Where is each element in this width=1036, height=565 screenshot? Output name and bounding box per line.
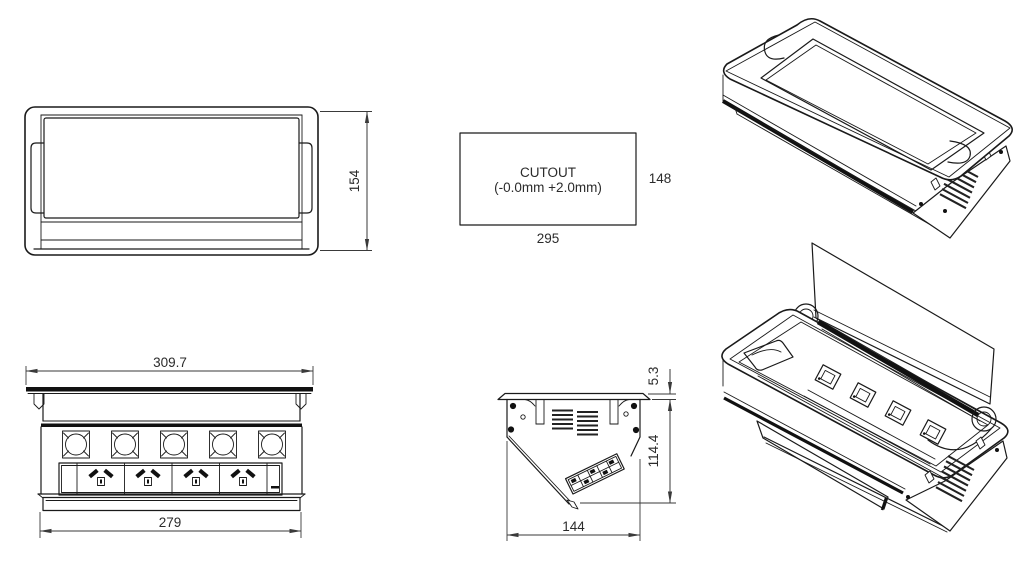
iso-closed-right-handle — [947, 140, 971, 164]
iso-closed-lid — [760, 38, 985, 171]
iso-open-flange — [721, 308, 1009, 479]
iso-open-socket — [849, 382, 877, 408]
iso-closed-end-panel — [912, 145, 1011, 239]
dim-side-width: 144 — [506, 441, 641, 541]
rivet — [906, 495, 910, 499]
dim-front-overall-width: 309.7 — [25, 355, 314, 385]
iso-open-handle-recess — [743, 339, 794, 371]
side-connector-block — [564, 453, 625, 495]
power-outlet — [135, 468, 161, 486]
dim-text-295: 295 — [537, 231, 560, 246]
side-vent-grille — [552, 409, 598, 436]
power-outlet — [183, 468, 209, 486]
side-mount-bracket-left — [524, 399, 545, 425]
spring-clip-left — [33, 393, 45, 410]
power-outlet — [230, 468, 256, 486]
rivet — [919, 202, 923, 206]
rivet — [999, 150, 1003, 154]
top-view: 154 — [24, 106, 372, 256]
cutout-tolerance: (-0.0mm +2.0mm) — [494, 180, 602, 195]
front-bracket-row — [62, 430, 286, 459]
iso-open-socket — [884, 400, 912, 426]
cable-loop — [927, 428, 992, 451]
dim-text-309-7: 309.7 — [153, 355, 187, 370]
iso-view-closed — [721, 17, 1013, 239]
front-flange-edge — [26, 387, 313, 392]
dim-top-view-height: 154 — [320, 111, 372, 251]
power-outlet — [88, 468, 114, 486]
dim-text-279: 279 — [159, 515, 182, 530]
iso-open-vent-grille — [935, 455, 975, 503]
rivet — [943, 209, 947, 213]
cutout-rectangle — [459, 132, 637, 226]
dim-text-154: 154 — [347, 169, 362, 192]
rivet — [509, 402, 517, 410]
dim-text-148: 148 — [649, 171, 672, 186]
side-view: 5.3 114.4 144 — [497, 367, 676, 541]
iso-closed-flange — [722, 17, 1013, 181]
side-mount-bracket-right — [609, 399, 630, 425]
iso-open-lid-flap — [811, 242, 995, 405]
iso-closed-flange-rim — [725, 21, 1011, 178]
blank-module-slot — [271, 486, 279, 489]
dim-text-144: 144 — [562, 519, 585, 534]
front-socket-strip — [58, 462, 283, 496]
iso-closed-vent-grille — [939, 162, 979, 210]
screw-hole — [520, 414, 526, 420]
side-flange-lip — [497, 392, 651, 401]
top-view-right-handle-notch — [298, 142, 313, 214]
side-v-right — [630, 436, 641, 457]
dim-side-depth: 114.4 — [580, 399, 676, 504]
rivet — [995, 448, 999, 452]
iso-closed-left-handle — [763, 34, 785, 60]
rivet — [632, 426, 640, 434]
front-skirt — [42, 496, 301, 512]
iso-open-socket — [814, 364, 842, 390]
dim-side-lip: 5.3 — [646, 367, 676, 400]
iso-view-open — [721, 242, 1009, 533]
hinge-knuckle-right — [971, 406, 997, 432]
top-view-left-handle-notch — [30, 142, 45, 214]
mounting-clip — [924, 470, 935, 484]
top-view-lid-panel — [43, 117, 300, 219]
dim-text-5-3: 5.3 — [646, 367, 661, 386]
dim-text-114-4: 114.4 — [646, 434, 661, 467]
cutout-title: CUTOUT — [520, 165, 576, 180]
dim-front-body-width: 279 — [39, 512, 302, 538]
spring-clip-right — [295, 393, 307, 410]
iso-open-opening-rim — [738, 321, 989, 467]
front-view: 309.7 — [25, 355, 314, 538]
screw-hole — [623, 411, 629, 417]
rivet — [630, 402, 638, 410]
iso-open-socket — [919, 419, 947, 445]
mounting-clip — [975, 436, 986, 450]
side-v-left — [506, 436, 570, 505]
top-view-outer-frame — [24, 106, 319, 256]
mounting-clip — [930, 177, 941, 191]
cutout-diagram: CUTOUT (-0.0mm +2.0mm) 148 295 — [459, 132, 672, 246]
rivet — [507, 426, 515, 433]
iso-open-flange-rim — [729, 314, 1001, 473]
